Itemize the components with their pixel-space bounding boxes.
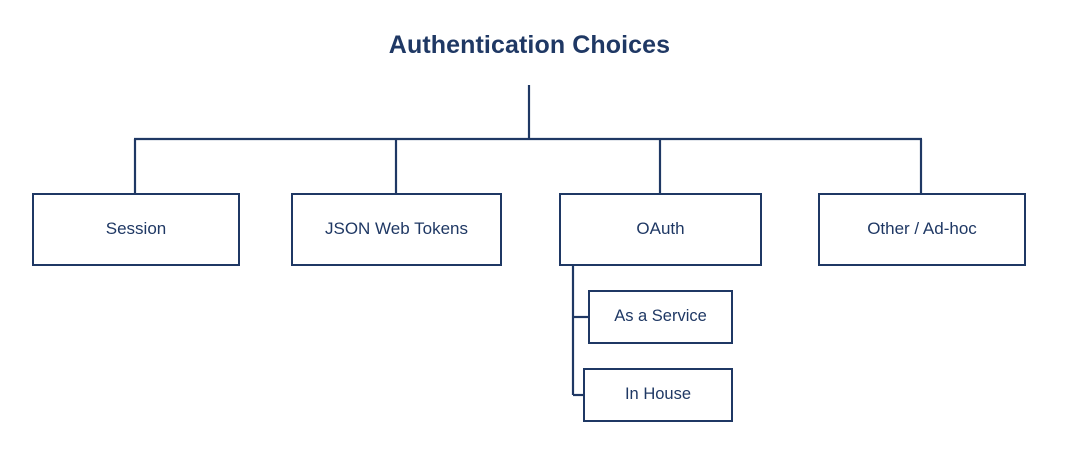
- node-oauth-label: OAuth: [636, 219, 685, 239]
- node-in-house[interactable]: In House: [583, 368, 733, 422]
- node-session[interactable]: Session: [32, 193, 240, 266]
- node-session-label: Session: [105, 219, 167, 239]
- node-as-a-service[interactable]: As a Service: [588, 290, 733, 344]
- page-title: Authentication Choices: [388, 31, 671, 59]
- node-in-house-label: In House: [624, 385, 692, 404]
- node-as-a-service-label: As a Service: [614, 307, 707, 326]
- node-other-ad-hoc-label: Other / Ad-hoc: [867, 219, 977, 239]
- node-json-web-tokens-label: JSON Web Tokens: [325, 219, 468, 239]
- node-other-ad-hoc[interactable]: Other / Ad-hoc: [818, 193, 1026, 266]
- node-json-web-tokens[interactable]: JSON Web Tokens: [291, 193, 502, 266]
- node-oauth[interactable]: OAuth: [559, 193, 762, 266]
